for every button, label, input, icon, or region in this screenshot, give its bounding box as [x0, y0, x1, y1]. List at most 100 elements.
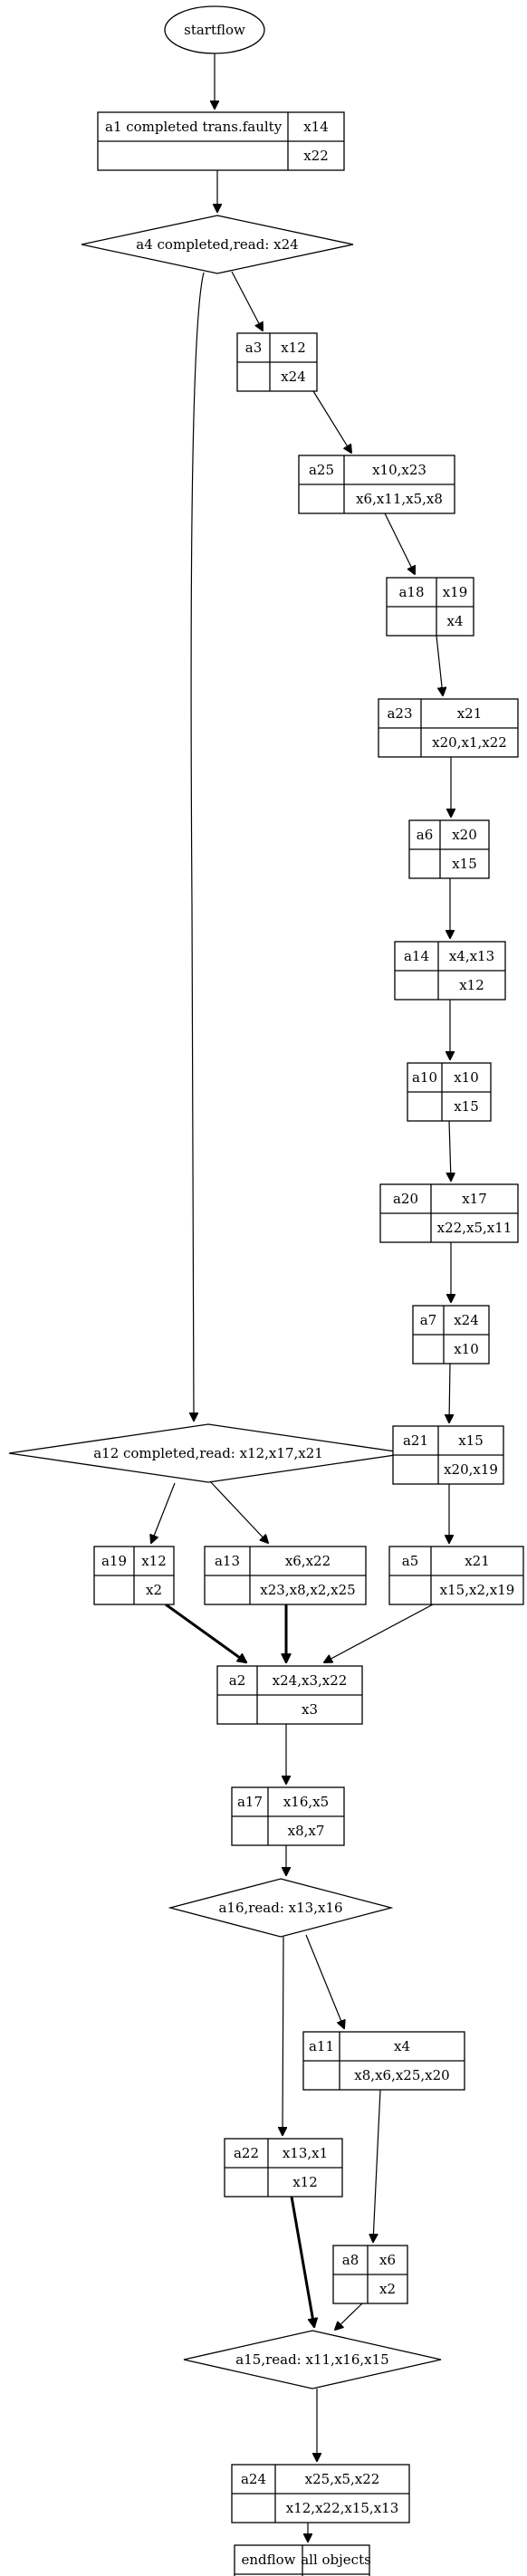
edge-a12-a13	[209, 1480, 268, 1543]
node-a21-id: a21	[403, 1432, 428, 1449]
node-a23-reads: x21	[457, 705, 483, 722]
node-a17-id: a17	[237, 1794, 263, 1810]
edge-a5-a2	[324, 1604, 434, 1662]
edge-a25-a18	[384, 512, 415, 574]
edge-a11-a8	[373, 2089, 381, 2242]
node-a11-id: a11	[309, 2038, 334, 2054]
edge-a8-a15	[335, 2303, 363, 2330]
node-a21-writes: x20,x19	[444, 1461, 498, 1478]
node-a14-writes: x12	[459, 977, 484, 993]
decision-a12: a12 completed,read: x12,x17,x21	[8, 1423, 408, 1483]
node-a17-reads: x16,x5	[283, 1794, 329, 1810]
node-a17: a17 x16,x5 x8,x7	[231, 1786, 345, 1846]
edge-a10-a20	[449, 1120, 451, 1181]
node-a25-id: a25	[309, 462, 334, 478]
node-a14-reads: x4,x13	[449, 948, 494, 964]
node-a18: a18 x19 x4	[386, 577, 474, 637]
nodes: startflow a4 completed,read: x24 a12 compl…	[8, 5, 524, 2576]
node-a10-id: a10	[412, 1069, 437, 1086]
node-a18-id: a18	[398, 584, 424, 600]
node-a11: a11 x4 x8,x6,x25,x20	[302, 2031, 465, 2091]
node-a3-reads: x12	[281, 340, 306, 356]
node-a20-reads: x17	[462, 1191, 487, 1207]
node-a22-writes: x12	[292, 2174, 318, 2190]
edges	[151, 53, 451, 2542]
node-a13-writes: x23,x8,x2,x25	[260, 1582, 355, 1598]
node-a6-writes: x15	[452, 856, 477, 872]
node-endflow: endflow all objects	[234, 2544, 371, 2576]
node-a24-reads: x25,x5,x22	[305, 2471, 380, 2487]
decision-a4: a4 completed,read: x24	[81, 215, 354, 274]
node-a19-writes: x2	[146, 1582, 162, 1598]
node-a6: a6 x20 x15	[408, 819, 490, 879]
edge-a7-a21	[449, 1363, 450, 1422]
node-a8-writes: x2	[379, 2281, 396, 2297]
node-a3-id: a3	[245, 340, 263, 356]
node-a2-reads: x24,x3,x22	[273, 1672, 348, 1689]
node-a13-id: a13	[215, 1553, 240, 1569]
startflow-label: startflow	[184, 22, 245, 38]
node-a2: a2 x24,x3,x22 x3	[216, 1665, 363, 1725]
node-a5-reads: x21	[465, 1553, 490, 1569]
node-a11-writes: x8,x6,x25,x20	[354, 2067, 449, 2083]
node-a17-writes: x8,x7	[288, 1823, 325, 1839]
node-a24: a24 x25,x5,x22 x12,x22,x15,x13	[231, 2464, 410, 2523]
node-a1-reads: x14	[303, 119, 329, 135]
node-a2-writes: x3	[302, 1701, 318, 1718]
node-a7: a7 x24 x10	[412, 1305, 490, 1365]
edge-a12-a19	[151, 1482, 176, 1543]
node-startflow: startflow	[164, 5, 265, 54]
node-a14: a14 x4,x13 x12	[394, 941, 506, 1001]
node-a25-reads: x10,x23	[372, 462, 426, 478]
decision-a12-label: a12 completed,read: x12,x17,x21	[93, 1445, 323, 1461]
node-endflow-reads: all objects	[301, 2552, 371, 2568]
edge-a4-a3	[231, 271, 263, 330]
edge-a3-a25	[312, 390, 351, 453]
decision-a4-label: a4 completed,read: x24	[136, 236, 298, 253]
node-a10-reads: x10	[454, 1069, 479, 1086]
node-a1-id: a1 completed trans.faulty	[105, 119, 283, 135]
node-a23-id: a23	[387, 705, 412, 722]
node-a21: a21 x15 x20,x19	[392, 1425, 504, 1485]
node-a3-writes: x24	[281, 369, 306, 385]
node-a22-reads: x13,x1	[283, 2145, 328, 2161]
node-a20-id: a20	[393, 1191, 418, 1207]
node-a14-id: a14	[404, 948, 429, 964]
edge-a22-a15	[290, 2196, 314, 2327]
node-a2-id: a2	[229, 1672, 246, 1689]
node-a21-reads: x15	[458, 1432, 484, 1449]
node-a18-reads: x19	[443, 584, 468, 600]
node-a25-writes: x6,x11,x5,x8	[356, 491, 443, 507]
node-a5-writes: x15,x2,x19	[440, 1582, 515, 1598]
node-a19: a19 x12 x2	[93, 1546, 175, 1605]
node-a24-id: a24	[241, 2471, 266, 2487]
node-a1: a1 completed trans.faulty x14 x22	[97, 111, 345, 171]
node-a7-reads: x24	[454, 1312, 479, 1328]
node-a6-reads: x20	[452, 827, 477, 843]
node-a11-reads: x4	[394, 2038, 410, 2054]
node-a23-writes: x20,x1,x22	[432, 734, 507, 751]
node-a6-id: a6	[417, 827, 434, 843]
edge-a19-a2	[165, 1603, 246, 1662]
node-endflow-id: endflow	[241, 2552, 295, 2568]
decision-a15: a15,read: x11,x16,x15	[183, 2330, 442, 2389]
node-a19-id: a19	[101, 1553, 127, 1569]
edge-a4-a12	[191, 272, 205, 1421]
node-a8-reads: x6	[379, 2252, 396, 2268]
node-a18-writes: x4	[446, 613, 463, 629]
node-a1-writes: x22	[303, 148, 329, 164]
edge-a16-a11	[305, 1934, 344, 2028]
node-a24-writes: x12,x22,x15,x13	[286, 2500, 399, 2516]
node-a7-writes: x10	[454, 1341, 479, 1357]
node-a19-reads: x12	[141, 1553, 167, 1569]
node-a7-id: a7	[420, 1312, 437, 1328]
decision-a16: a16,read: x13,x16	[168, 1878, 394, 1938]
decision-a15-label: a15,read: x11,x16,x15	[235, 2351, 388, 2368]
